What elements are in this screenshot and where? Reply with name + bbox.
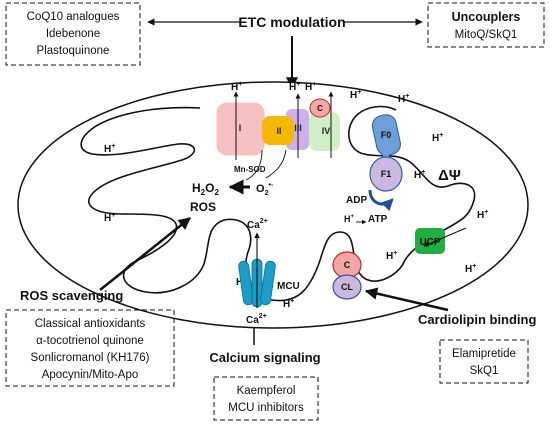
f0-label: F0 [381,130,392,140]
cytochrome-c [309,98,331,118]
calcium-outside-label: Ca2+ [246,313,267,326]
ros-scavenging-box [5,309,175,387]
complex-II [262,116,294,145]
cardiolipin [332,274,362,300]
h-plus-label: H+ [386,250,397,262]
cardiolipin-binding-box [439,339,529,384]
atp-synthase-f1 [369,156,403,192]
superoxide-label: O2•- [256,182,274,197]
electron-leak-arc [265,149,287,179]
uncouplers-box [427,2,545,48]
uncouplers-drugs: MitoQ/SkQ1 [455,29,518,41]
h-plus-label: H+ [305,81,316,93]
ucp-protein [415,228,445,254]
electron-leak-arc [245,149,263,181]
cardiolipin-label: CL [341,282,353,292]
etc-drug-line: Idebenone [46,28,100,40]
h-plus-label: H+ [344,214,355,224]
h-plus-label: H+ [398,93,409,105]
h-plus-label: H+ [283,298,294,310]
complex-I-label: I [239,123,242,133]
h-plus-label: H+ [432,132,443,144]
mcu-label: MCU [277,281,300,292]
ros-scavenging-arrow [99,217,191,291]
complex-II-label: II [276,126,281,136]
calcium-drug-line: Kaempferol [237,385,296,397]
etc-modulation-title: ETC modulation [238,14,345,30]
complex-IV [309,112,340,151]
atp-synthase-f0 [371,114,401,156]
cyt-c-cl-label: C [344,260,351,270]
h-plus-label: H+ [104,212,115,224]
mn-sod-label: Mn-SOD [234,165,266,174]
ros-label: ROS [190,200,216,214]
cardiolipin-binding-title: Cardiolipin binding [418,312,536,327]
h-plus-label: H+ [477,209,488,221]
calcium-signaling-title: Calcium signaling [209,350,320,365]
calcium-drug-line: MCU inhibitors [228,402,304,414]
etc-drug-line: CoQ10 analogues [27,11,120,23]
ros-drug-line: Apocynin/Mito-Apo [42,369,139,381]
uncouplers-title: Uncouplers [452,10,521,24]
calcium-signaling-box [213,376,319,421]
h2o2-label: H2O2 [192,181,219,197]
ros-drug-line: Sonlicromanol (KH176) [31,352,150,364]
proton-leak-arrow [423,227,467,247]
calcium-inside-label: Ca2+ [247,218,268,231]
etc-drug-line: Plastoquinone [37,45,110,57]
h-plus-label: H+ [465,263,476,275]
cardiolipin-binding-arrow [364,287,449,312]
h-plus-label: H+ [104,143,115,155]
cardiolipin-drug-line: SkQ1 [470,365,499,377]
ucp-label: UCP [419,237,440,248]
atp-label: ATP [368,214,388,225]
atp-synthase-stalk [383,150,389,162]
etc-drugs-box [5,2,141,66]
adp-label: ADP [346,195,367,206]
atp-rotation-arrow [368,189,394,212]
inner-membrane [80,105,476,302]
ros-drug-line: Classical antioxidants [35,318,146,330]
ros-drug-line: α-tocotrienol quinone [36,335,144,347]
cyt-c-label: C [317,104,323,113]
complex-IV-label: IV [322,126,331,136]
delta-psi-label: ΔΨ [438,167,461,184]
h-plus-label: H+ [414,169,425,181]
h-plus-label: H+ [350,89,361,101]
cardiolipin-drug-line: Elamipretide [452,348,516,360]
f1-label: F1 [381,169,392,179]
ros-scavenging-title: ROS scavenging [20,288,123,303]
h-plus-label: H+ [289,81,300,93]
h-plus-label: H+ [231,81,242,93]
